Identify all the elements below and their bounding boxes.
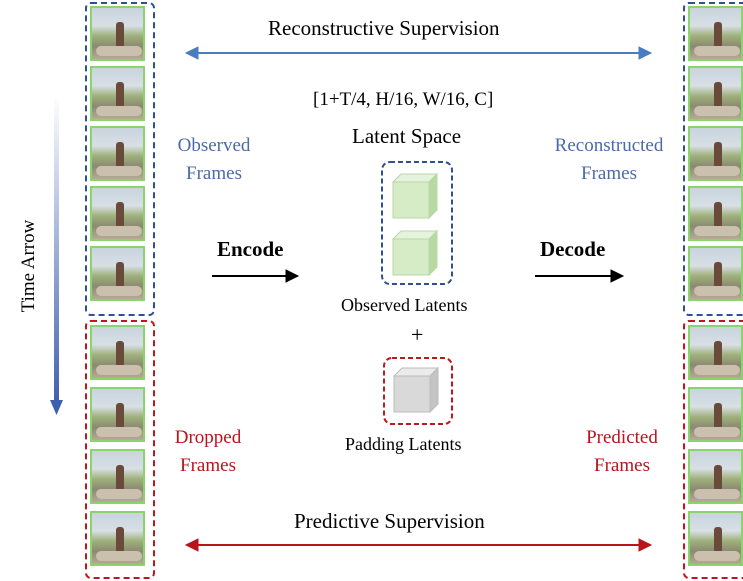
video-frame bbox=[90, 449, 145, 504]
latent-space-label: Latent Space bbox=[352, 124, 462, 148]
reconstructed-frames-line-1: Reconstructed bbox=[554, 135, 664, 156]
video-frame bbox=[688, 449, 743, 504]
video-frame bbox=[688, 511, 743, 566]
padding-cube-icon bbox=[392, 366, 440, 414]
dropped-frames-box bbox=[85, 320, 155, 579]
predicted-frames-line-1: Predicted bbox=[586, 427, 658, 448]
predicted-frames-line-2: Frames bbox=[594, 455, 650, 476]
encode-label: Encode bbox=[217, 237, 284, 261]
video-frame bbox=[90, 246, 145, 301]
decode-label: Decode bbox=[540, 237, 606, 261]
reconstructive-arrow bbox=[184, 46, 653, 60]
latent-cube-icon bbox=[391, 172, 439, 220]
video-frame bbox=[688, 387, 743, 442]
dropped-frames-line-1: Dropped bbox=[174, 427, 242, 448]
decode-arrow bbox=[535, 269, 625, 283]
video-frame bbox=[688, 66, 743, 121]
observed-latents-label: Observed Latents bbox=[341, 295, 468, 315]
video-frame bbox=[90, 387, 145, 442]
padding-latents-box bbox=[383, 357, 453, 425]
time-arrow-label: Time Arrow bbox=[18, 219, 39, 313]
latent-shape-label: [1+T/4, H/16, W/16, C] bbox=[313, 89, 494, 110]
video-frame bbox=[90, 66, 145, 121]
reconstructed-frames-box bbox=[683, 2, 743, 316]
padding-latents-label: Padding Latents bbox=[345, 434, 462, 454]
dropped-frames-label: Dropped Frames bbox=[160, 424, 256, 480]
plus-sign: + bbox=[411, 322, 424, 347]
reconstructed-frames-line-2: Frames bbox=[581, 163, 637, 184]
predictive-arrow bbox=[184, 538, 653, 552]
video-frame bbox=[90, 126, 145, 181]
latent-cube-icon bbox=[391, 229, 439, 277]
video-frame bbox=[688, 325, 743, 380]
video-frame bbox=[688, 186, 743, 241]
video-frame bbox=[688, 246, 743, 301]
observed-frames-line-2: Frames bbox=[186, 163, 242, 184]
observed-frames-line-1: Observed bbox=[177, 135, 251, 156]
video-frame bbox=[90, 511, 145, 566]
predictive-supervision-label: Predictive Supervision bbox=[294, 509, 485, 533]
reconstructed-frames-label: Reconstructed Frames bbox=[538, 132, 680, 188]
observed-latents-box bbox=[381, 161, 453, 285]
time-arrow-icon bbox=[50, 95, 63, 415]
dropped-frames-line-2: Frames bbox=[180, 455, 236, 476]
video-frame bbox=[90, 186, 145, 241]
encode-arrow bbox=[212, 269, 300, 283]
reconstructive-supervision-label: Reconstructive Supervision bbox=[268, 16, 500, 40]
observed-frames-box bbox=[85, 2, 155, 316]
predicted-frames-label: Predicted Frames bbox=[570, 424, 674, 480]
video-frame bbox=[688, 126, 743, 181]
predicted-frames-box bbox=[683, 320, 743, 579]
video-frame bbox=[688, 6, 743, 61]
video-frame bbox=[90, 325, 145, 380]
video-frame bbox=[90, 6, 145, 61]
observed-frames-label: Observed Frames bbox=[160, 132, 268, 188]
